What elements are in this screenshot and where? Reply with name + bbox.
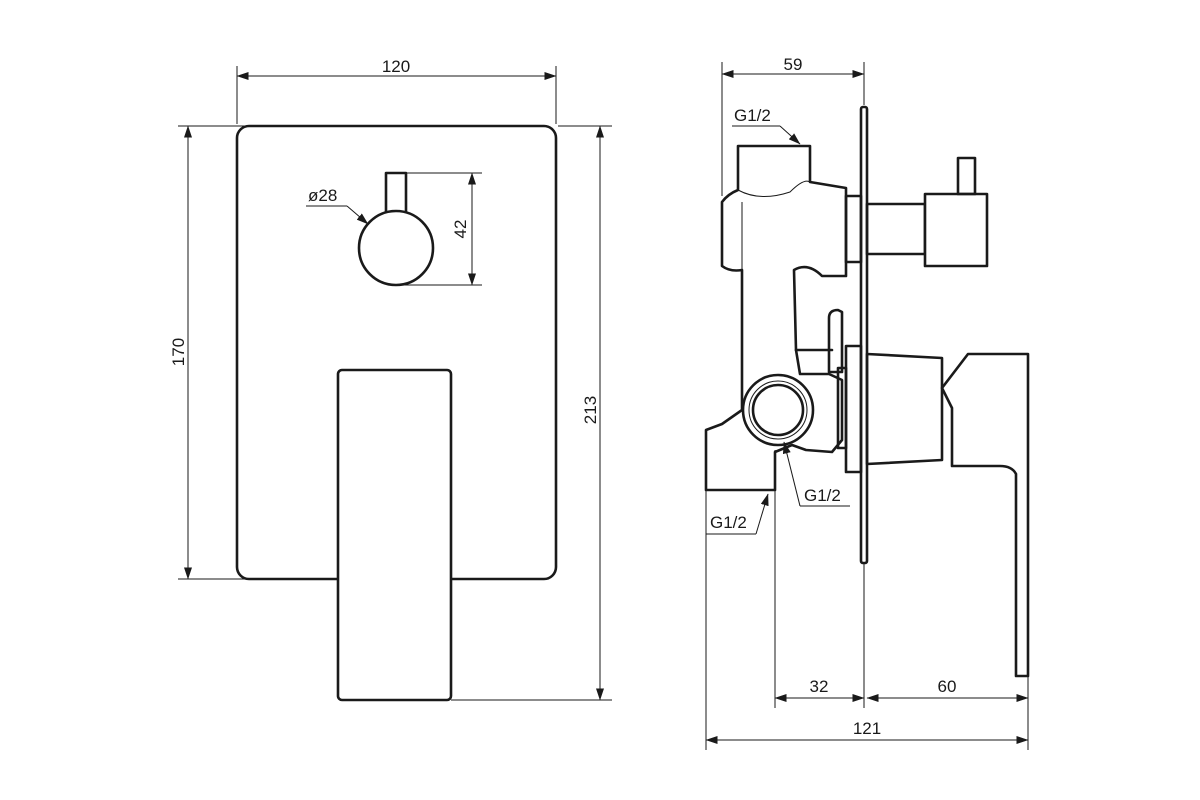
body-contour-top (737, 180, 811, 197)
side-view: 59 G1/2 G1/2 G1/2 32 (704, 55, 1030, 750)
outlet-ring-inner (751, 383, 805, 437)
side-diverter-knob (923, 192, 989, 268)
dim-label-offset: 32 (810, 677, 829, 696)
side-diverter-stem (956, 156, 977, 196)
dimension-handle-projection: 60 (866, 677, 1029, 702)
dim-label-overall-height: 213 (581, 396, 600, 424)
leader-thread-bottom-right: G1/2 (782, 441, 850, 507)
outlet-ring-thread (748, 380, 808, 440)
side-lever-handle (940, 352, 1030, 678)
dim-label-knob-diameter: ø28 (308, 186, 337, 205)
body-boss (827, 308, 844, 374)
outlet-ring-outer (741, 373, 815, 447)
dim-label-thread-bottom-left: G1/2 (710, 513, 747, 532)
valve-body (704, 144, 848, 492)
dim-label-overall-depth: 121 (853, 719, 881, 738)
cartridge-nut (844, 344, 863, 474)
dim-label-width: 120 (382, 57, 410, 76)
dimension-overall-height: 213 (451, 125, 612, 701)
diverter-stem (384, 171, 408, 215)
front-view: 120 170 213 42 ø28 (169, 57, 612, 702)
dimension-offset: 32 (774, 677, 865, 702)
side-cover-plate (859, 105, 869, 565)
cartridge-sleeve (865, 352, 944, 466)
dim-label-handle-projection: 60 (938, 677, 957, 696)
dimension-depth: 59 (721, 55, 865, 196)
diverter-nut (844, 194, 863, 264)
cartridge-flange (836, 366, 848, 450)
leader-thread-top: G1/2 (732, 106, 801, 145)
dimension-height: 170 (169, 125, 248, 580)
dim-label-knob-offset: 42 (451, 220, 470, 239)
dim-label-depth: 59 (784, 55, 803, 74)
dim-label-height: 170 (169, 338, 188, 366)
leader-thread-bottom-left: G1/2 (706, 493, 769, 535)
dimension-width: 120 (236, 57, 557, 124)
dim-label-thread-top: G1/2 (734, 106, 771, 125)
dim-label-thread-bottom-right: G1/2 (804, 486, 841, 505)
dimension-overall-depth: 121 (705, 719, 1029, 744)
dimension-knob-offset: 42 (396, 172, 482, 286)
diverter-shaft (865, 202, 927, 256)
leader-knob-diameter: ø28 (306, 186, 369, 225)
front-lever-handle (336, 368, 453, 702)
diverter-knob (357, 209, 435, 287)
